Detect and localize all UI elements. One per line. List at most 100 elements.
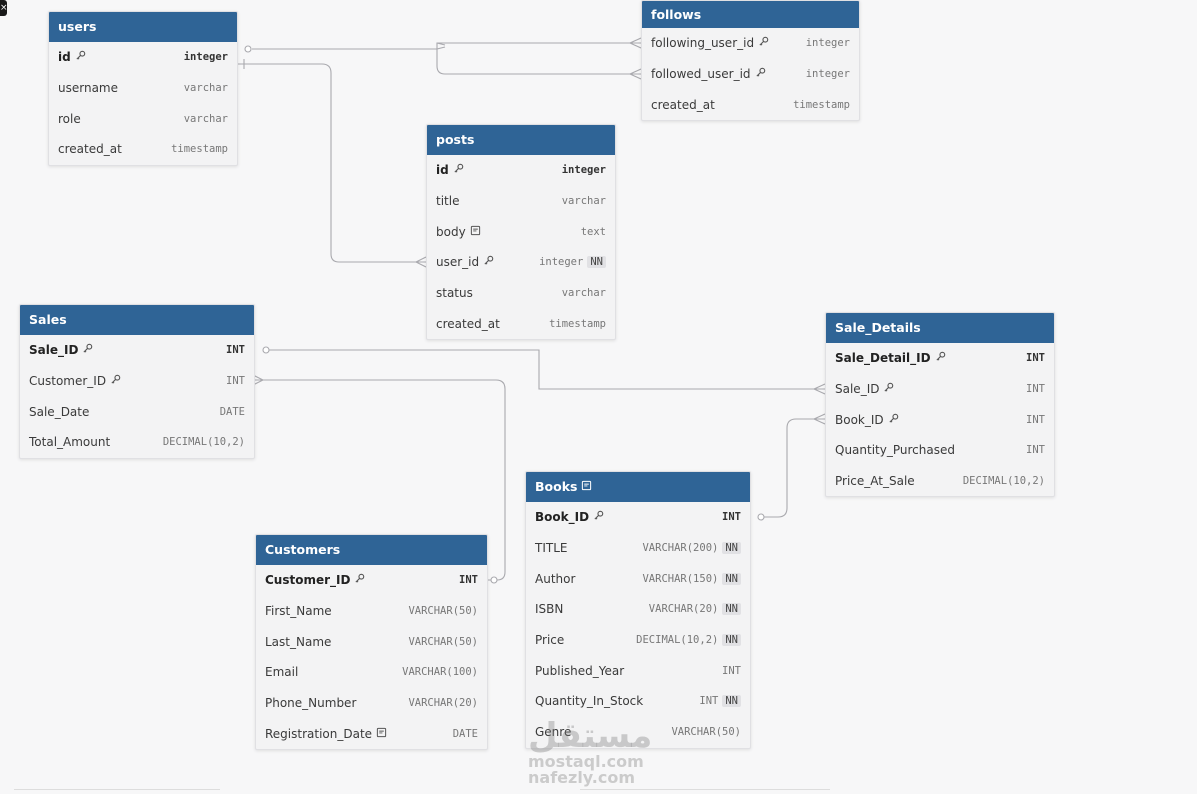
horizontal-scrollbar[interactable] — [14, 789, 220, 794]
column-name: Customer_ID — [29, 374, 107, 389]
column-type: DATE — [219, 405, 245, 418]
column-name: ISBN — [535, 602, 564, 617]
table-title: Sale_Details — [835, 320, 921, 335]
column-name: Sale_Detail_ID — [835, 351, 931, 366]
column-name: Published_Year — [535, 663, 625, 678]
horizontal-scrollbar-2[interactable] — [580, 789, 830, 794]
table-row[interactable]: Sale_ID INT — [826, 374, 1054, 405]
column-name: id — [58, 50, 71, 65]
not-null-badge: NN — [722, 572, 741, 585]
column-type: DECIMAL(10,2) — [162, 436, 245, 449]
key-icon — [75, 50, 86, 64]
column-type: timestamp — [171, 143, 228, 156]
column-name: created_at — [651, 97, 715, 112]
column-type: VARCHAR(50) — [671, 726, 741, 739]
table-header[interactable]: Customers — [256, 535, 487, 565]
column-type: INT — [459, 574, 478, 587]
column-type: VARCHAR(200) — [642, 542, 719, 555]
key-icon — [453, 163, 464, 177]
link-books-saledetails — [764, 418, 825, 518]
column-type: VARCHAR(50) — [408, 605, 478, 618]
column-type: varchar — [183, 82, 228, 95]
table-header[interactable]: posts — [427, 125, 615, 155]
column-type: VARCHAR(20) — [648, 603, 719, 616]
column-name: status — [436, 286, 473, 301]
table-header[interactable]: Sale_Details — [826, 313, 1054, 343]
column-type: INT — [722, 511, 741, 524]
column-name: created_at — [436, 316, 500, 331]
column-type: VARCHAR(20) — [408, 697, 478, 710]
column-type: integer — [805, 68, 850, 81]
table-header[interactable]: users — [49, 12, 237, 42]
column-type: INT — [1026, 413, 1045, 426]
table-row[interactable]: Customer_ID INT — [20, 366, 254, 397]
column-name: title — [436, 194, 460, 209]
table-header[interactable]: Books — [526, 472, 750, 502]
column-name: Quantity_Purchased — [835, 443, 955, 458]
key-icon — [82, 343, 93, 357]
table-title: users — [58, 19, 97, 34]
table-header[interactable]: Sales — [20, 305, 254, 335]
column-name: Price — [535, 633, 565, 648]
column-type: INT — [1026, 352, 1045, 365]
column-type: VARCHAR(150) — [642, 572, 719, 585]
column-name: followed_user_id — [651, 67, 751, 82]
column-name: Sale_ID — [29, 343, 79, 358]
table-row[interactable]: Sale_Detail_ID INT — [826, 343, 1054, 374]
column-type: INT — [699, 695, 719, 708]
key-icon — [758, 36, 769, 50]
column-type: INT — [226, 375, 245, 388]
note-icon — [581, 472, 592, 502]
table-row[interactable]: Customer_ID INT — [256, 565, 487, 596]
column-name: created_at — [58, 142, 122, 157]
column-type: INT — [1026, 383, 1045, 396]
column-type: integer — [805, 37, 850, 50]
close-icon[interactable]: × — [0, 0, 8, 16]
key-icon — [755, 67, 766, 81]
column-name: Customer_ID — [265, 573, 351, 588]
table-row[interactable]: created_at timestamp — [49, 134, 237, 165]
column-name: Sale_ID — [835, 382, 880, 397]
table-row[interactable]: followed_user_id integer — [642, 59, 859, 90]
table-header[interactable]: follows — [642, 1, 859, 28]
column-name: role — [58, 111, 81, 126]
